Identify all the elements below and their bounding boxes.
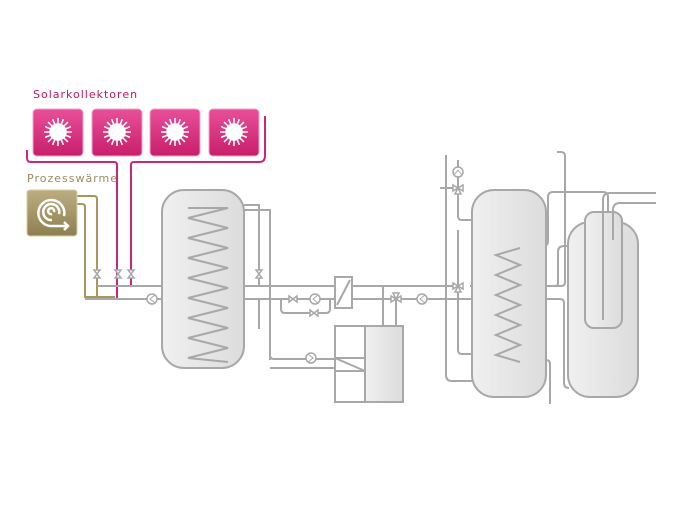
valve-icon	[254, 269, 264, 279]
solar-collector	[32, 108, 84, 157]
valve-icon	[113, 269, 123, 279]
process-heat-label: Prozesswärme	[27, 172, 119, 185]
heat-exchanger-coil	[187, 207, 229, 363]
spiral-icon	[37, 198, 70, 231]
heat-exchanger-coil	[493, 247, 523, 363]
pipe	[470, 298, 570, 389]
pipe	[470, 245, 568, 287]
valve-icon	[288, 294, 298, 304]
solar-collector	[208, 108, 260, 157]
solar-collector	[149, 108, 201, 157]
boiler-unit	[334, 325, 404, 403]
tank1-pipes	[244, 204, 335, 360]
solar-collectors-label: Solarkollektoren	[33, 88, 139, 101]
sun-icon	[220, 118, 248, 146]
solar-pipe-supply	[26, 150, 118, 300]
process-heat-pipe	[77, 195, 98, 297]
process-heat-pipe	[77, 203, 115, 298]
pump-icon	[416, 293, 428, 305]
valve-icon	[92, 269, 102, 279]
bypass-pipe	[280, 299, 331, 314]
pump-icon	[305, 352, 317, 364]
buffer-tank	[161, 189, 245, 369]
three-way-valve-icon	[452, 281, 464, 293]
valve-icon	[126, 269, 136, 279]
storage-tank	[471, 189, 547, 398]
three-way-valve-icon	[390, 292, 402, 304]
pump-icon	[309, 293, 321, 305]
sun-icon	[103, 118, 131, 146]
sun-icon	[44, 118, 72, 146]
dhw-pipes	[602, 192, 656, 320]
process-heat-unit	[26, 189, 78, 237]
valve-icon	[309, 308, 319, 318]
tank2-pipes	[440, 155, 472, 382]
three-way-valve-icon	[452, 183, 464, 195]
sun-icon	[161, 118, 189, 146]
pipe	[382, 286, 397, 326]
pump-icon	[452, 166, 464, 178]
pump-icon	[146, 293, 158, 305]
pipe	[546, 151, 566, 287]
solar-collector	[91, 108, 143, 157]
solar-pipe-return	[130, 116, 266, 286]
